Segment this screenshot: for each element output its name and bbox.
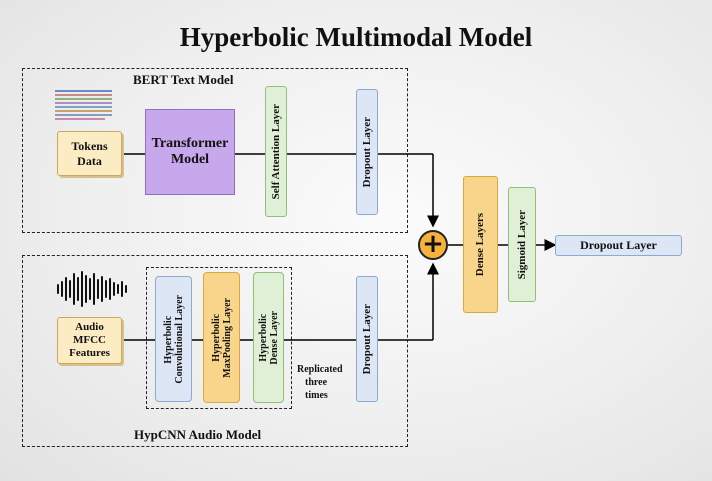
replicated-line-3: times: [305, 390, 328, 401]
audio-dropout-layer-box: Dropout Layer: [356, 276, 378, 402]
self-attention-label: Self Attention Layer: [269, 103, 282, 200]
transformer-model-box: Transformer Model: [145, 109, 235, 195]
plus-icon: +: [422, 228, 444, 259]
dense-layers-box: Dense Layers: [463, 176, 498, 313]
audio-waveform-icon: [57, 271, 127, 307]
bert-region: [22, 68, 408, 233]
pool-line-1: Hyperbolic: [210, 313, 222, 362]
data-label: Data: [77, 153, 102, 168]
transformer-label: Transformer: [151, 136, 229, 151]
fusion-add-node: +: [418, 230, 448, 260]
dense-line-2: Dense Layer: [268, 310, 280, 365]
hypcnn-region-title: HypCNN Audio Model: [134, 427, 262, 442]
sigmoid-layer-box: Sigmoid Layer: [508, 187, 536, 302]
output-dropout-layer-box: Dropout Layer: [555, 235, 682, 256]
replicated-line-2: three: [305, 377, 328, 388]
diagram-title: Hyperbolic Multimodal Model: [179, 22, 533, 52]
hypcnn-region: [22, 255, 408, 447]
mfcc-label: MFCC: [73, 334, 106, 346]
self-attention-layer-box: Self Attention Layer: [265, 86, 287, 217]
dense-layers-label: Dense Layers: [474, 212, 487, 277]
output-dropout-label: Dropout Layer: [580, 238, 657, 252]
token-text-image-icon: [55, 90, 112, 120]
replicated-line-1: Replicated: [297, 364, 343, 375]
model-label: Model: [170, 152, 210, 167]
features-label: Features: [69, 347, 110, 359]
hyperbolic-conv-label: Hyperbolic Convolutional Layer: [163, 295, 185, 384]
hyperbolic-dense-label: Hyperbolic Dense Layer: [258, 311, 280, 365]
bert-region-title: BERT Text Model: [133, 72, 234, 87]
sigmoid-layer-label: Sigmoid Layer: [515, 209, 528, 280]
pool-line-2: MaxPooling Layer: [221, 297, 233, 378]
audio-dropout-label: Dropout Layer: [360, 303, 373, 375]
replicated-note: Replicated three times: [297, 363, 343, 402]
dense-line-1: Hyperbolic: [257, 313, 269, 362]
conv-line-1: Hyperbolic: [162, 315, 174, 363]
text-dropout-label: Dropout Layer: [360, 116, 373, 188]
hyperbolic-dense-layer-box: Hyperbolic Dense Layer: [253, 272, 284, 403]
replication-region: [146, 267, 292, 409]
hyperbolic-maxpool-label: Hyperbolic MaxPooling Layer: [211, 298, 233, 378]
audio-mfcc-features-box: Audio MFCC Features: [57, 317, 122, 364]
conv-line-2: Convolutional Layer: [173, 294, 185, 384]
hyperbolic-maxpool-layer-box: Hyperbolic MaxPooling Layer: [203, 272, 240, 403]
tokens-label: Tokens: [71, 138, 108, 153]
tokens-data-box: Tokens Data: [57, 131, 122, 176]
audio-label: Audio: [75, 321, 104, 333]
text-dropout-layer-box: Dropout Layer: [356, 89, 378, 215]
hyperbolic-conv-layer-box: Hyperbolic Convolutional Layer: [155, 276, 192, 402]
